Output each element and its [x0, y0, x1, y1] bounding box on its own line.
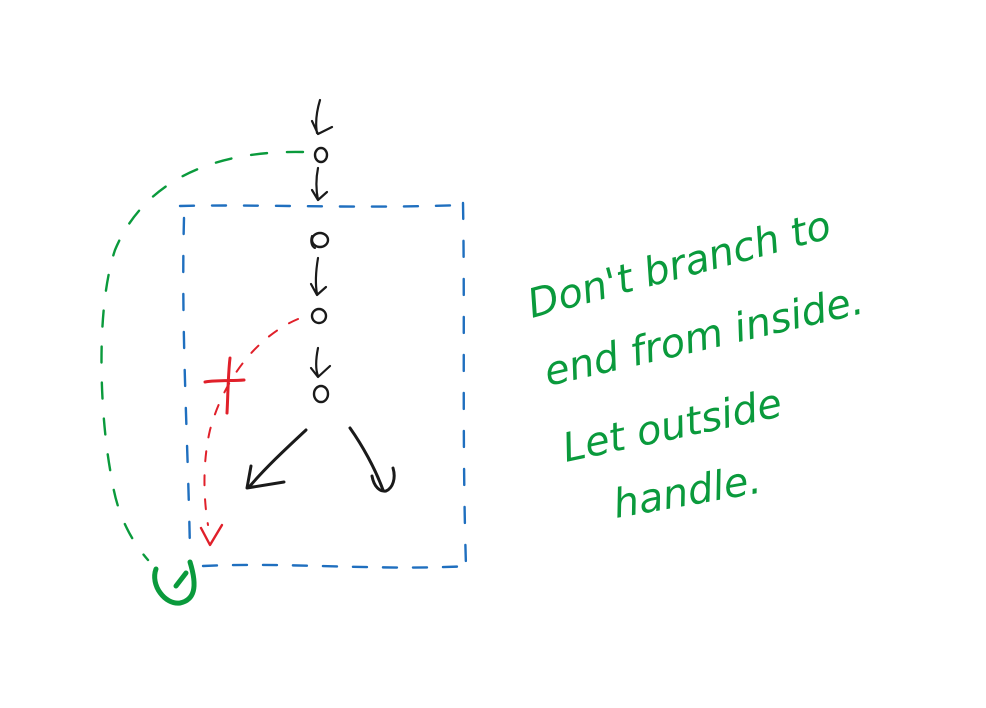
forbidden-x-icon: [203, 356, 246, 415]
boundary-bottom-edge: [201, 563, 472, 569]
flow-node-1: [313, 146, 329, 164]
entry-arrow-icon: [310, 98, 334, 136]
main-flow: [245, 98, 396, 493]
boundary-top-edge: [178, 203, 465, 208]
flow-node-3: [310, 307, 328, 325]
bypass-dashed-line: [100, 150, 305, 562]
branch-right-arrowhead-icon: [370, 466, 396, 493]
node-2-mark: [310, 235, 316, 249]
note-line-4: handle.: [610, 457, 765, 528]
flow-arrow-1-icon: [310, 166, 329, 202]
boundary-right-edge: [461, 201, 468, 568]
flow-node-4: [312, 384, 330, 404]
flow-node-2: [310, 231, 330, 249]
outside-bypass-path: [100, 150, 305, 606]
forbidden-branch: [199, 318, 299, 547]
forbidden-arrowhead-icon: [199, 523, 224, 547]
flow-arrow-2-icon: [309, 256, 328, 297]
forbidden-dashed-line: [203, 318, 299, 526]
branch-left-arrowhead-icon: [245, 464, 286, 490]
end-arrowhead-icon: [152, 559, 197, 606]
inner-boundary-box: [178, 201, 472, 569]
guideline-note: Don't branch to end from inside. Let out…: [523, 202, 868, 527]
branch-right-arrow: [348, 426, 385, 492]
branch-left-arrow: [248, 428, 308, 488]
boundary-left-edge: [182, 216, 192, 554]
flow-arrow-3-icon: [309, 346, 332, 379]
